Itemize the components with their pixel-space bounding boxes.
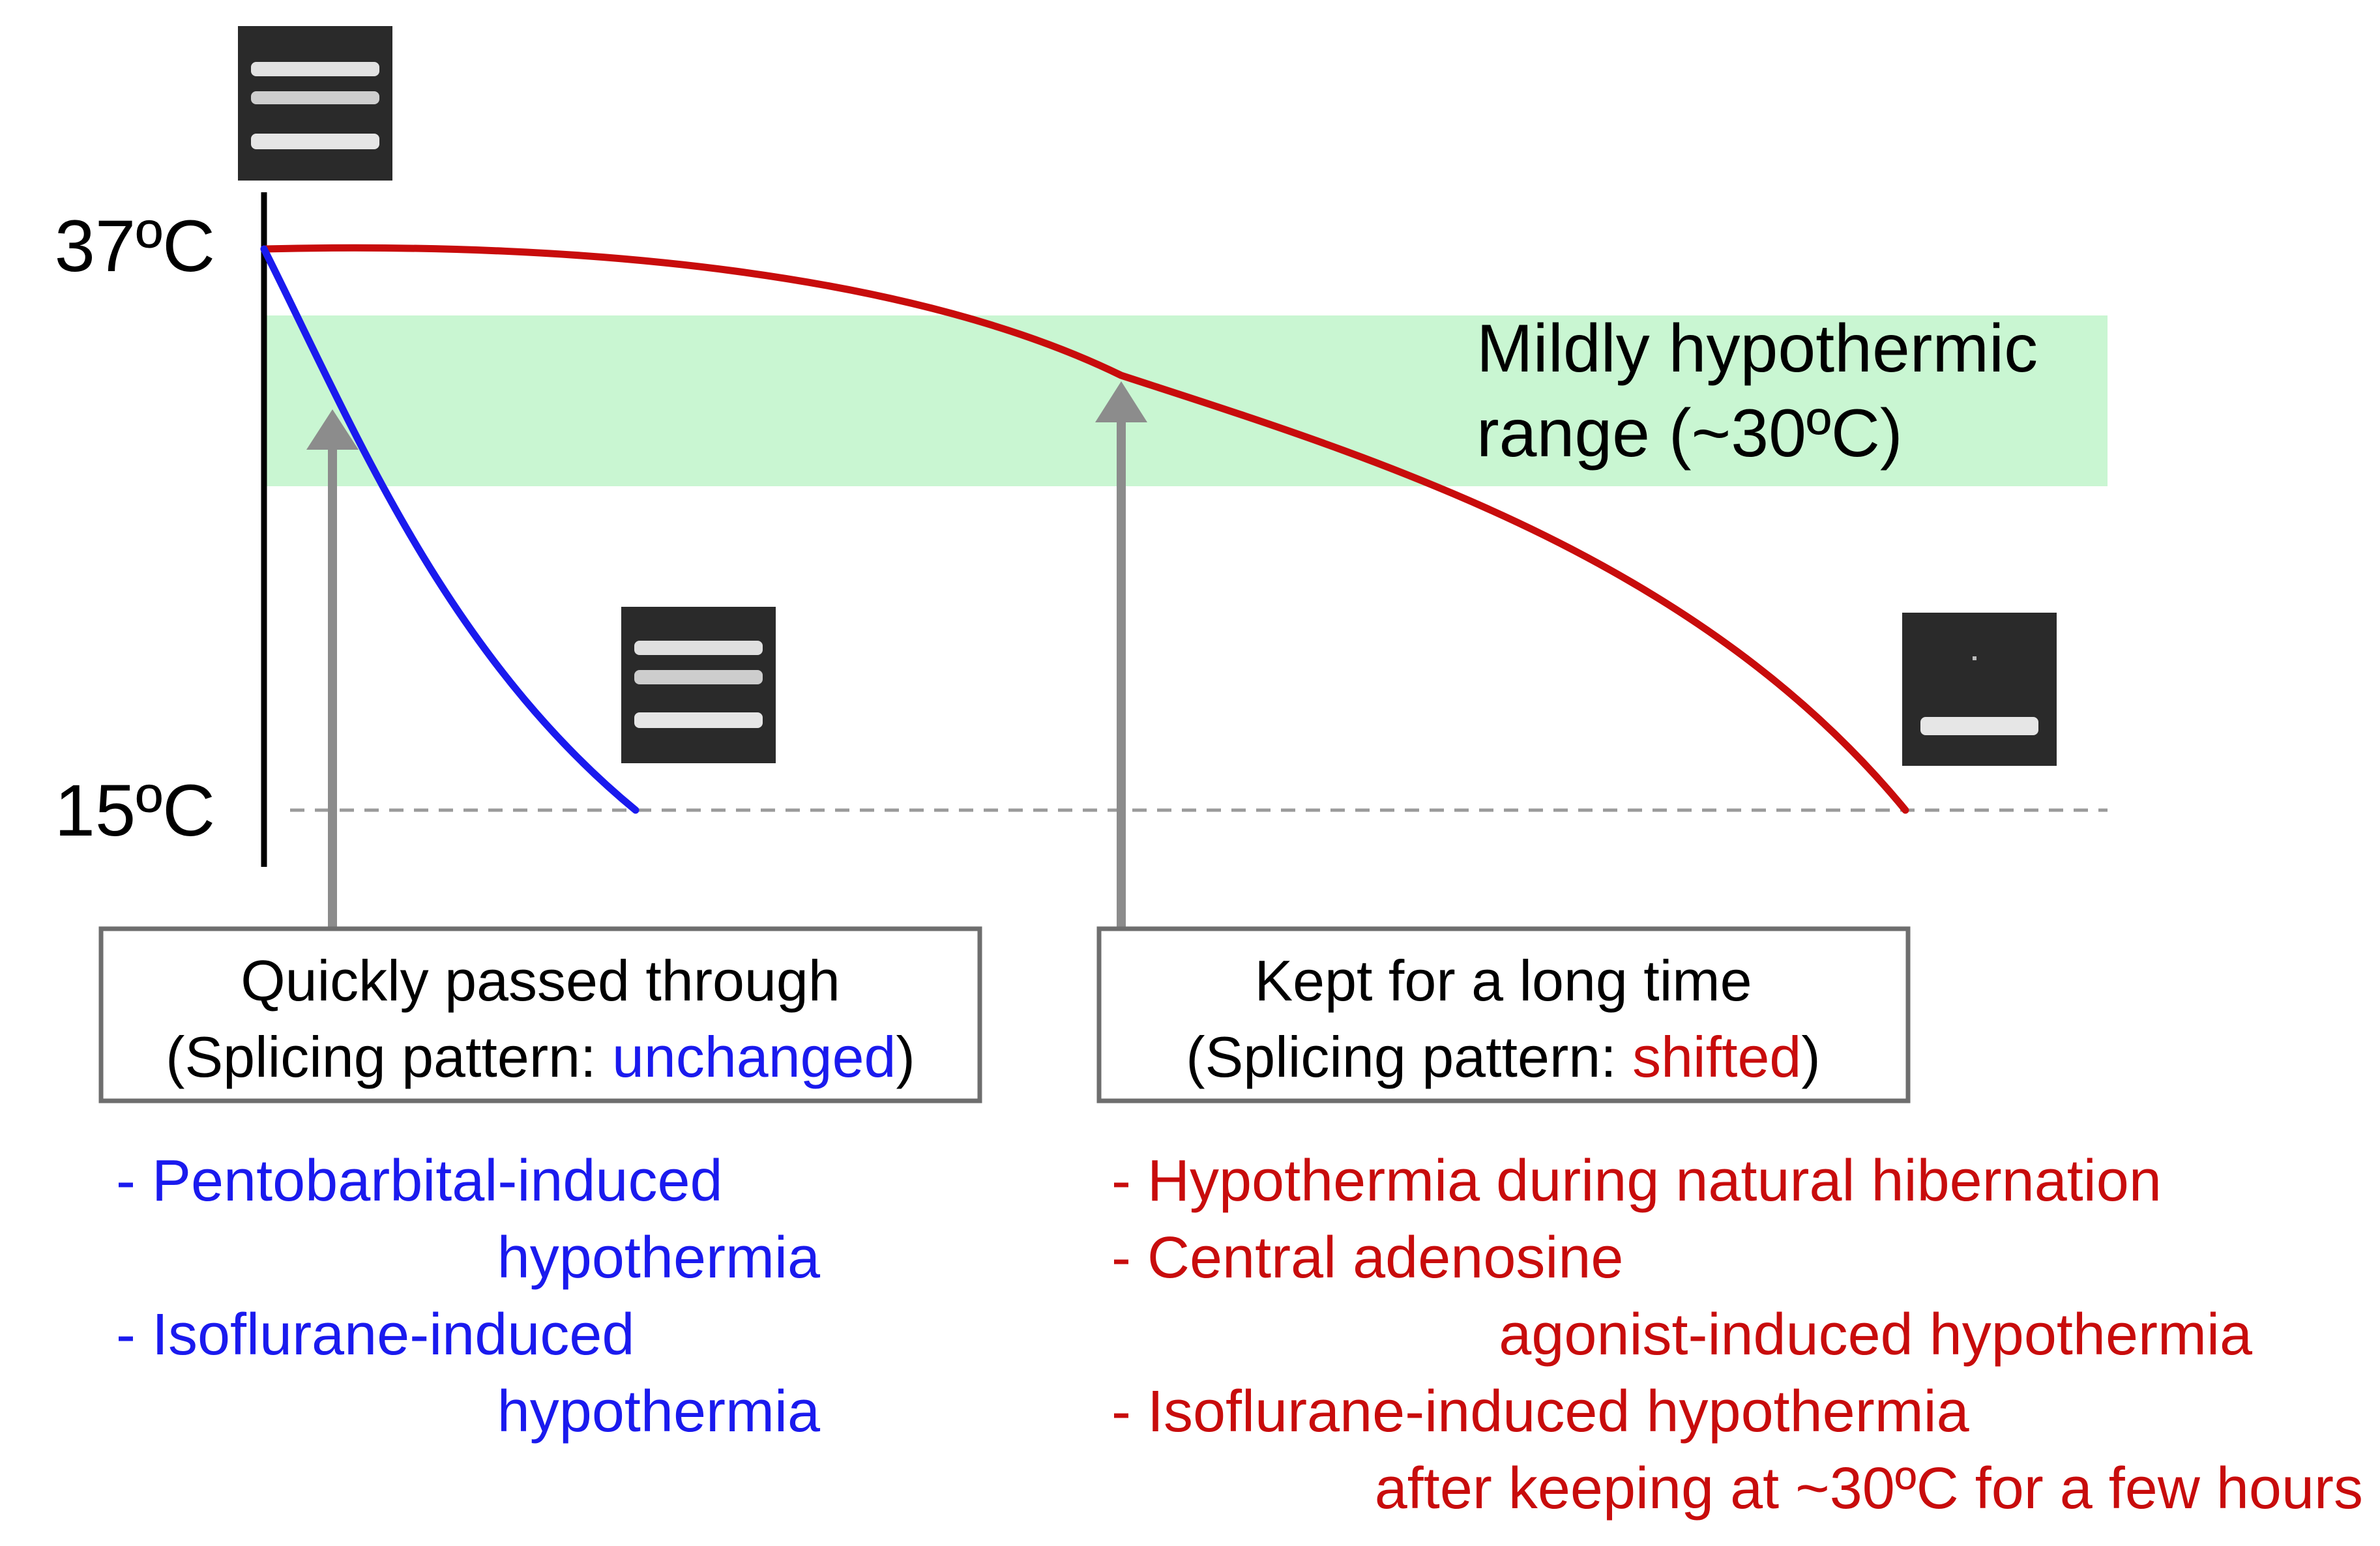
axis-label-15c: 15ºC [55,770,215,851]
callout-box-fast: Quickly passed through (Splicing pattern… [98,926,982,1103]
range-label-line2: range (~30ºC) [1476,396,1903,471]
arrow-slow-head [1095,381,1147,422]
slow-item2-line1: - Central adenosine [1111,1225,1623,1291]
fast-item2-line2: hypothermia [497,1379,821,1444]
arrow-slow-to-curve [1095,381,1147,929]
arrow-fast-to-curve [306,409,359,929]
callout-box-slow: Kept for a long time (Splicing pattern: … [1096,926,1911,1103]
slow-item1-line1: - Hypothermia during natural hibernation [1111,1148,2162,1214]
callout-slow-line2: (Splicing pattern: shifted) [1186,1025,1820,1089]
gel-image-15c-slow [1902,613,2057,766]
callout-slow-line1: Kept for a long time [1254,948,1752,1013]
callout-fast-line1: Quickly passed through [241,948,840,1013]
callout-slow-highlight: shifted [1632,1025,1801,1089]
fast-cooling-curve [260,245,639,814]
fast-examples-list: - Pentobarbital-induced hypothermia - Is… [116,1148,821,1444]
gel-image-37c [238,26,392,181]
arrow-fast-head [306,409,359,450]
fast-item1-line2: hypothermia [497,1225,821,1291]
slow-cooling-curve [260,244,1909,814]
gel-image-15c-fast [621,607,776,763]
slow-examples-list: - Hypothermia during natural hibernation… [1111,1148,2363,1521]
slow-item2-line2: agonist-induced hypothermia [1499,1302,2253,1367]
slow-item3-line2: after keeping at ~30ºC for a few hours [1375,1456,2363,1521]
mild-hypothermic-range-band [264,315,2108,486]
axis-label-37c: 37ºC [55,205,215,287]
callout-fast-highlight: unchanged [612,1025,896,1089]
fast-item2-line1: - Isoflurane-induced [116,1302,634,1367]
range-label-line1: Mildly hypothermic [1476,311,2038,386]
slow-item3-line1: - Isoflurane-induced hypothermia [1111,1379,1970,1444]
callout-fast-line2: (Splicing pattern: unchanged) [166,1025,915,1089]
fast-item1-line1: - Pentobarbital-induced [116,1148,723,1214]
